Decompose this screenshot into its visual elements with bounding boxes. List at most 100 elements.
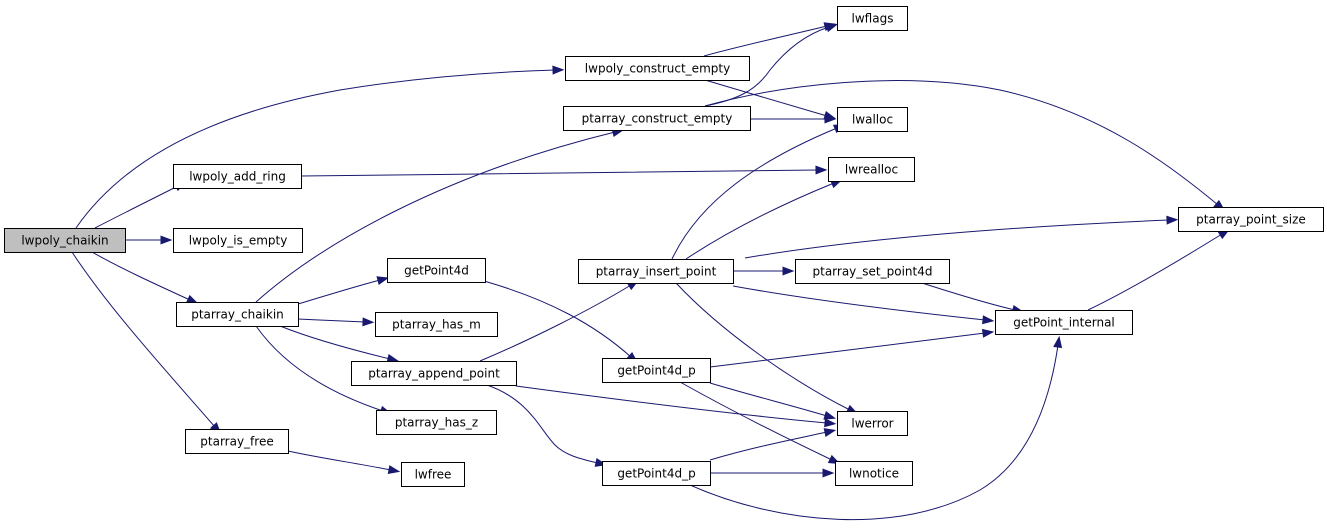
arrowhead-icon [824, 114, 837, 124]
node-label: ptarray_append_point [368, 367, 500, 381]
node-ptarray-append-point[interactable]: ptarray_append_point [351, 361, 517, 386]
edge-line [479, 284, 632, 362]
arrowhead-icon [552, 65, 565, 75]
arrowhead-icon [982, 315, 995, 325]
node-box[interactable] [837, 411, 908, 436]
node-box[interactable] [837, 107, 908, 132]
node-lwerror[interactable]: lwerror [837, 411, 908, 436]
node-box[interactable] [173, 228, 303, 253]
node-ptarray-set-point4d[interactable]: ptarray_set_point4d [795, 259, 950, 284]
node-lwnotice[interactable]: lwnotice [835, 461, 913, 486]
node-box[interactable] [563, 106, 751, 131]
edge-line [287, 450, 392, 471]
node-ptarray-has-m[interactable]: ptarray_has_m [375, 312, 498, 337]
node-box[interactable] [565, 56, 750, 81]
node-lwpoly-add-ring[interactable]: lwpoly_add_ring [173, 164, 302, 189]
edge-line [689, 344, 1059, 521]
edge-line [71, 251, 216, 428]
edge-line [297, 318, 366, 323]
arrowhead-icon [387, 465, 401, 474]
edge-line [709, 431, 828, 461]
node-box[interactable] [351, 361, 517, 386]
node-label: ptarray_set_point4d [813, 265, 933, 279]
arrowhead-icon [160, 235, 173, 245]
node-label: lwalloc [852, 113, 893, 127]
node-label: ptarray_chaikin [191, 308, 284, 322]
node-box[interactable] [375, 312, 498, 337]
arrowhead-icon [815, 165, 828, 175]
edge-ptarray_append_point-to-getPoint4d_p_2 [486, 384, 608, 467]
edge-lwpoly_chaikin-to-ptarray_chaikin [91, 251, 199, 304]
edge-line [483, 280, 632, 358]
node-box[interactable] [602, 358, 711, 383]
edge-line [703, 25, 828, 57]
node-box[interactable] [4, 228, 126, 253]
node-box[interactable] [185, 429, 289, 454]
node-box[interactable] [995, 310, 1133, 335]
node-label: ptarray_point_size [1196, 213, 1306, 227]
node-box[interactable] [173, 164, 302, 189]
node-lwpoly-is-empty[interactable]: lwpoly_is_empty [173, 228, 303, 253]
edge-ptarray_set_point4d-to-getPoint_internal [921, 282, 1025, 314]
edge-line [709, 382, 828, 417]
node-ptarray-point-size[interactable]: ptarray_point_size [1178, 207, 1324, 232]
node-lwflags[interactable]: lwflags [837, 6, 908, 31]
node-ptarray-free[interactable]: ptarray_free [185, 429, 289, 454]
node-box[interactable] [828, 157, 915, 182]
node-box[interactable] [176, 302, 299, 327]
edge-ptarray_chaikin-to-getPoint4d [297, 276, 390, 305]
node-label: lwpoly_construct_empty [585, 62, 730, 76]
edge-layer [71, 22, 1230, 521]
edge-ptarray_insert_point-to-lwerror [675, 282, 859, 415]
node-getPoint-internal[interactable]: getPoint_internal [995, 310, 1133, 335]
node-label: lwfree [415, 468, 452, 482]
edge-line [486, 384, 599, 464]
edge-lwpoly_chaikin-to-lwpoly_add_ring [94, 181, 187, 229]
node-lwalloc[interactable]: lwalloc [837, 107, 908, 132]
node-label: lwnotice [849, 467, 899, 481]
edge-line [94, 185, 179, 229]
node-lwpoly-construct-empty[interactable]: lwpoly_construct_empty [565, 56, 750, 81]
node-label: ptarray_has_m [392, 318, 481, 332]
edge-line [515, 385, 828, 424]
edge-lwpoly_chaikin-to-lwpoly_is_empty [125, 235, 173, 245]
node-box[interactable] [835, 461, 913, 486]
edge-line [91, 251, 191, 301]
node-box[interactable] [795, 259, 950, 284]
edge-ptarray_insert_point-to-getPoint_internal [732, 285, 995, 325]
edge-lwpoly_chaikin-to-lwpoly_construct_empty [75, 65, 565, 229]
node-ptarray-chaikin[interactable]: ptarray_chaikin [176, 302, 299, 327]
edge-line [1087, 233, 1223, 311]
edge-line [921, 282, 1016, 311]
node-box[interactable] [602, 461, 711, 486]
edge-line [297, 279, 381, 305]
node-box[interactable] [1178, 207, 1324, 232]
arrowhead-icon [362, 317, 375, 327]
edge-line [255, 131, 616, 303]
node-box[interactable] [837, 6, 908, 31]
node-box[interactable] [578, 259, 734, 284]
node-getPoint4d-p-1[interactable]: getPoint4d_p [602, 358, 711, 383]
node-ptarray-construct-empty[interactable]: ptarray_construct_empty [563, 106, 751, 131]
arrowhead-icon [1166, 215, 1179, 225]
node-lwfree[interactable]: lwfree [401, 462, 465, 487]
node-lwpoly-chaikin[interactable]: lwpoly_chaikin [4, 228, 126, 253]
node-box[interactable] [387, 258, 486, 283]
edge-ptarray_construct_empty-to-lwalloc [749, 114, 837, 124]
edge-line [279, 325, 391, 360]
arrowhead-icon [823, 410, 837, 420]
node-ptarray-insert-point[interactable]: ptarray_insert_point [578, 259, 734, 284]
node-getPoint4d-p-2[interactable]: getPoint4d_p [602, 461, 711, 486]
edge-ptarray_chaikin-to-ptarray_has_m [297, 317, 375, 327]
node-ptarray-has-z[interactable]: ptarray_has_z [376, 410, 497, 435]
node-label: getPoint4d_p [617, 467, 695, 481]
edge-line [704, 79, 828, 117]
edge-getPoint_internal-to-ptarray_point_size [1087, 229, 1230, 311]
node-getPoint4d[interactable]: getPoint4d [387, 258, 486, 283]
node-label: lwflags [852, 12, 894, 26]
node-box[interactable] [401, 462, 465, 487]
edge-ptarray_insert_point-to-ptarray_point_size [744, 215, 1179, 259]
node-box[interactable] [376, 410, 497, 435]
node-lwrealloc[interactable]: lwrealloc [828, 157, 915, 182]
edge-line [704, 80, 1219, 206]
